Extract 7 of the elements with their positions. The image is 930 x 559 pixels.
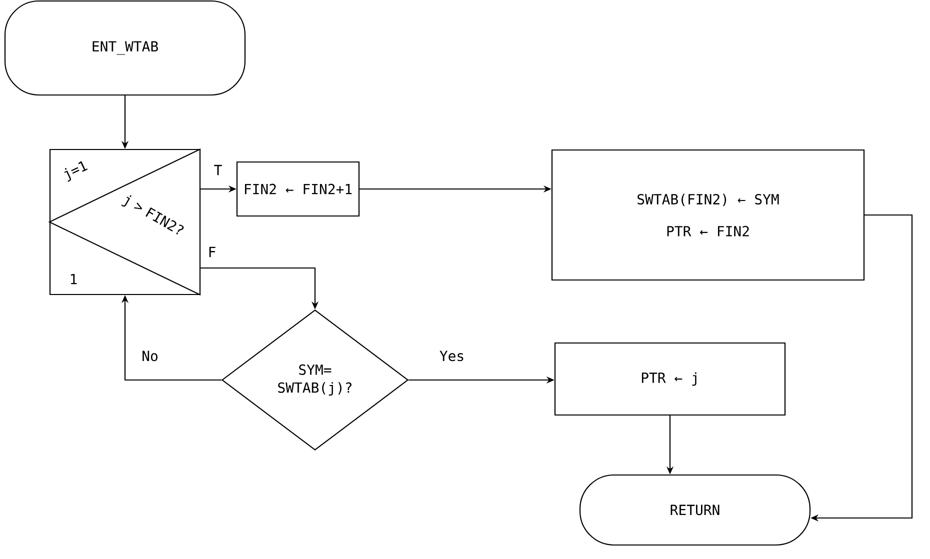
edge-label: T: [214, 164, 222, 176]
edge-label: Yes: [440, 350, 464, 362]
edge-label: No: [142, 350, 158, 362]
edge-label: F: [209, 246, 216, 258]
process-box: SWTAB(FIN2) ← SYM PTR ← FIN2: [551, 149, 865, 281]
process-box: PTR ← j: [554, 342, 786, 416]
process-box: FIN2 ← FIN2+1: [236, 161, 360, 217]
